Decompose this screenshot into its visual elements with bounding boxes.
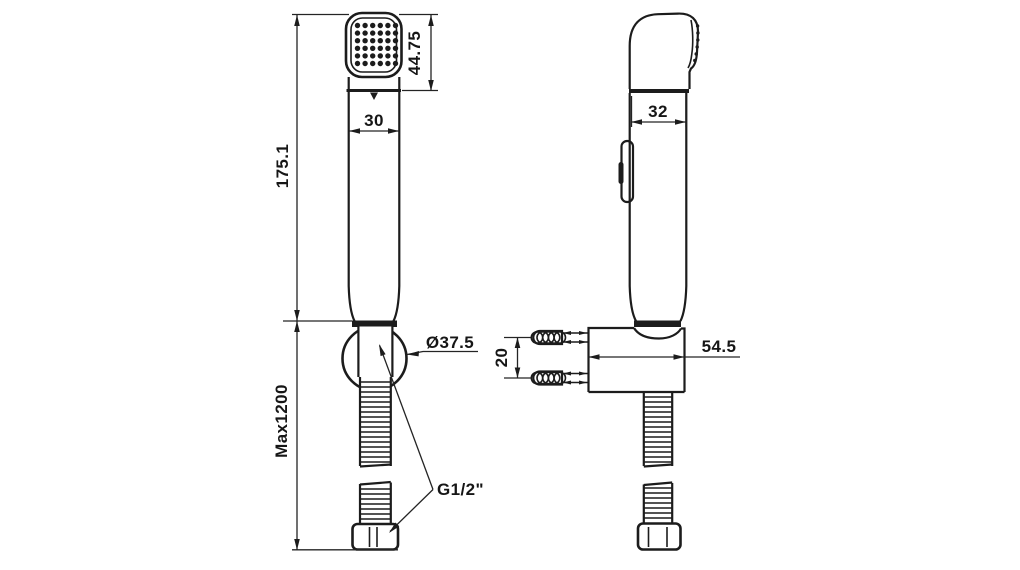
nozzle-dots-side	[693, 24, 700, 63]
hose-ribs	[644, 487, 672, 519]
dim-side-width-label: 32	[648, 102, 668, 121]
bracket-left-top	[587, 326, 634, 392]
dim-bracket-diameter: Ø37.5	[406, 333, 478, 357]
dim-screw-spacing-label: 20	[492, 348, 511, 368]
dim-handle-length-label: 175.1	[273, 144, 292, 189]
handle-left-edge	[628, 93, 637, 322]
mounting-screw-bottom	[530, 370, 588, 386]
hose-nut-front	[351, 522, 400, 551]
handle-right-edge	[392, 77, 401, 322]
dim-bracket-diameter-label: Ø37.5	[426, 333, 474, 352]
bracket-right	[681, 327, 686, 392]
hose-ribs	[360, 381, 390, 463]
dim-bracket-width-label: 54.5	[702, 337, 737, 356]
handle-side	[618, 93, 688, 327]
hose-break-top	[643, 463, 673, 468]
dim-handle-width-label: 30	[364, 111, 384, 130]
dim-hose-max-label: Max1200	[272, 384, 291, 458]
handle-front	[346, 77, 401, 327]
shower-hose-front-lower	[351, 480, 400, 551]
dim-hose-max: Max1200	[272, 321, 398, 551]
inlet-mark	[370, 92, 378, 100]
head-outline-side	[628, 12, 700, 89]
dimensions: 175.1 Max1200 44.75 30	[272, 13, 740, 551]
dim-thread-size-label: G1/2"	[437, 480, 484, 499]
shower-hose-front-upper	[358, 377, 392, 468]
dim-head-length: 44.75	[399, 13, 438, 92]
shower-hose-side-lower	[636, 481, 682, 551]
spray-face-inner	[350, 17, 398, 73]
dim-head-length-label: 44.75	[405, 31, 424, 76]
grip-band-front	[352, 320, 397, 327]
hose-break-bottom	[359, 480, 391, 486]
dim-thread-size: G1/2"	[378, 344, 484, 533]
dim-handle-width: 30	[349, 111, 399, 134]
bracket-swivel-seat	[633, 327, 682, 340]
handle-left-edge	[347, 77, 356, 322]
hose-connector-front	[357, 326, 394, 378]
front-view	[341, 11, 408, 551]
button-nub	[618, 162, 624, 184]
hose-ribs	[644, 396, 672, 463]
handle-joint-line	[346, 89, 401, 92]
hose-ribs	[360, 488, 390, 520]
nozzle-grid	[354, 22, 399, 67]
hose-nut-side	[636, 522, 682, 551]
head-band-side	[629, 89, 689, 93]
spray-face-outer	[344, 11, 403, 79]
face-plate-inner	[687, 19, 694, 69]
side-view	[530, 12, 700, 551]
dim-handle-length: 175.1	[273, 13, 352, 322]
dim-side-width: 32	[630, 96, 687, 127]
hose-break-top	[359, 463, 391, 468]
spray-head-front	[344, 11, 403, 79]
hose-break-bottom	[643, 481, 673, 487]
spray-head-side	[628, 12, 700, 93]
wall-bracket-side	[587, 326, 686, 394]
handle-right-edge	[679, 93, 688, 322]
grip-band-side	[634, 320, 681, 327]
mounting-screw-top	[530, 329, 588, 346]
shower-hose-side-upper	[642, 392, 674, 468]
dim-bracket-width: 54.5	[588, 337, 740, 360]
dim-screw-spacing: 20	[492, 336, 531, 379]
